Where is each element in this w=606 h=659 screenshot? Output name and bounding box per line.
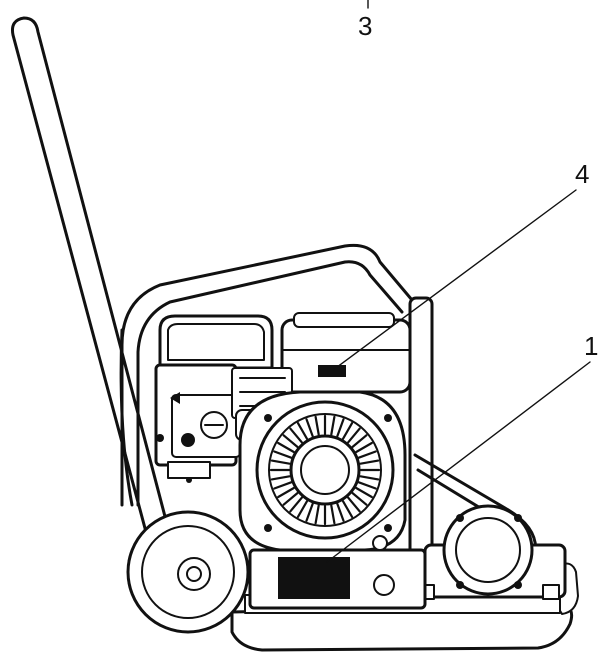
operating-handle <box>11 16 170 534</box>
fan-fin <box>341 500 354 518</box>
exciter-unit <box>417 504 567 600</box>
fuel-cock <box>167 461 211 479</box>
fan-fin <box>357 481 377 490</box>
fan-fin <box>270 459 291 465</box>
fan-fin <box>296 500 309 518</box>
engine-air-filter <box>158 314 274 370</box>
callout-3: 3 <box>358 0 372 41</box>
frame-upright <box>408 296 434 558</box>
recoil-starter <box>238 390 407 552</box>
engine-controls <box>154 363 241 483</box>
callout-1-label: 1 <box>584 331 598 361</box>
fan-fin <box>305 418 314 438</box>
fan-fin <box>341 422 354 440</box>
callout-3-label: 3 <box>358 11 372 41</box>
engine-label <box>318 365 346 377</box>
callout-1: 1 <box>326 331 598 563</box>
fan-fin <box>330 504 336 525</box>
starter-fan-fins <box>269 414 381 526</box>
fan-fin <box>351 492 368 506</box>
fan-fin <box>289 427 303 444</box>
fuel-tank-cap-ridge <box>293 312 395 328</box>
fan-fin <box>282 434 299 448</box>
fan-fin <box>336 418 345 438</box>
fan-fin <box>355 486 373 499</box>
fan-fin <box>289 496 303 513</box>
fan-fin <box>357 450 377 459</box>
mount-bushing <box>373 574 395 596</box>
engine-fuel-tank <box>280 312 412 394</box>
fan-fin <box>277 486 295 499</box>
callout-1-leader <box>326 361 591 563</box>
callout-4-label: 4 <box>575 159 589 189</box>
fan-fin <box>347 427 361 444</box>
fan-fin <box>305 502 314 522</box>
fan-fin <box>336 502 345 522</box>
transport-wheel <box>126 510 250 634</box>
starter-bolt <box>372 535 388 551</box>
throttle-knob <box>181 433 195 447</box>
mount-decal <box>278 557 350 599</box>
fan-fin <box>359 459 380 465</box>
engine-mount <box>248 548 427 610</box>
fan-fin <box>359 475 380 481</box>
fan-fin <box>277 441 295 454</box>
fan-fin <box>314 504 320 525</box>
fan-fin <box>355 441 373 454</box>
callout-4-leader <box>332 189 577 371</box>
fan-fin <box>351 434 368 448</box>
fan-fin <box>347 496 361 513</box>
callout-4: 4 <box>332 159 589 371</box>
fan-fin <box>330 415 336 436</box>
fan-fin <box>270 475 291 481</box>
fan-fin <box>282 492 299 506</box>
fan-fin <box>296 422 309 440</box>
mount-bolt-right <box>542 584 560 600</box>
fan-fin <box>314 415 320 436</box>
fan-fin <box>273 481 293 490</box>
protective-frame <box>119 243 434 558</box>
fan-fin <box>273 450 293 459</box>
